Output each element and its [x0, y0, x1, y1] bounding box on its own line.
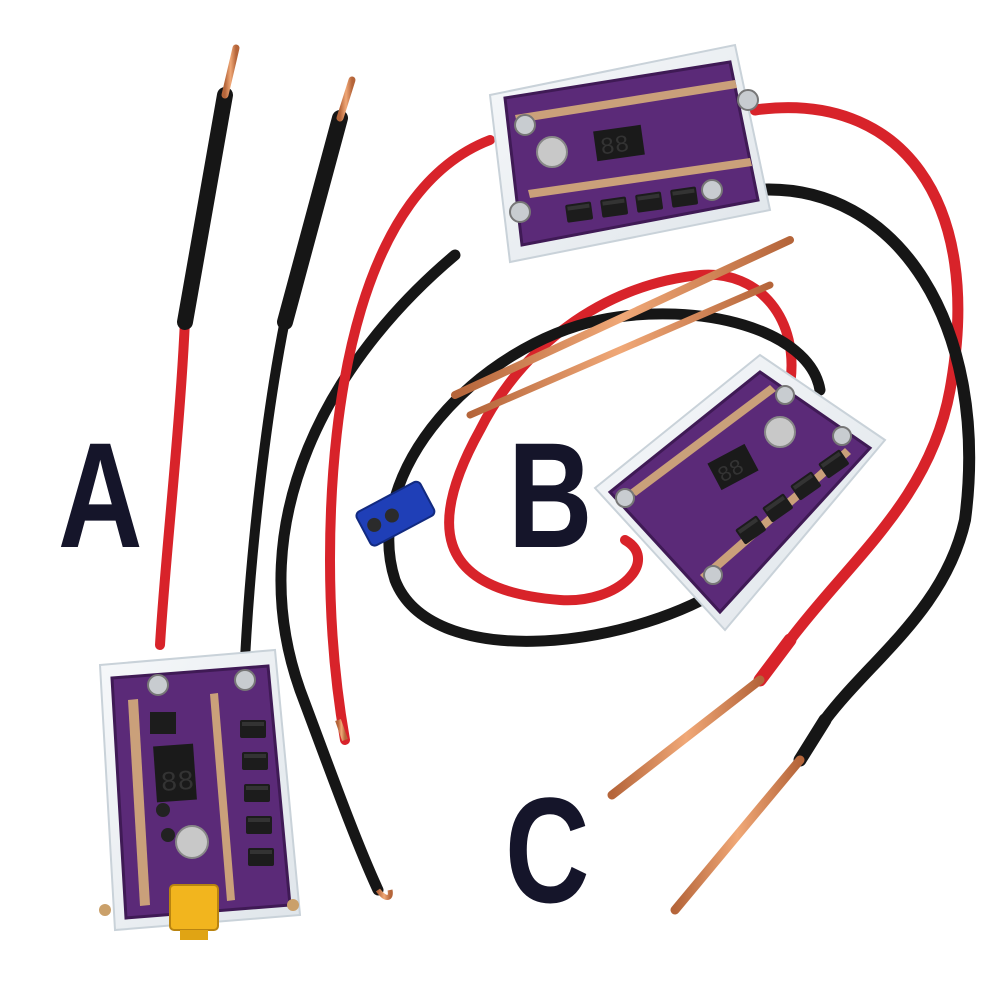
- pen-a-left-sleeve: [177, 87, 233, 330]
- board-a-busbar-left: [128, 699, 150, 906]
- board-b-red-cable-lower: [324, 135, 495, 745]
- board-a-busbar-mid: [210, 693, 235, 901]
- board-b-terminal-4: [832, 426, 852, 446]
- board-a-group: 88: [98, 44, 495, 940]
- board-a-standoff-2: [287, 899, 299, 911]
- pen-c-left-sleeve: [753, 633, 797, 687]
- board-c-capacitor: [536, 136, 568, 168]
- variant-label-c: C: [505, 766, 590, 934]
- board-c-terminal-2: [509, 201, 531, 223]
- board-a-display: [153, 743, 197, 803]
- pen-a-right-sleeve: [277, 110, 348, 330]
- board-a-button-1: [156, 803, 170, 817]
- pen-c-left-tip: [607, 675, 765, 800]
- variant-label-a: A: [58, 411, 143, 579]
- board-c-busbar-top: [515, 80, 737, 123]
- board-c-busbar-bottom: [528, 158, 752, 198]
- board-b-black-loop: [383, 308, 826, 647]
- board-a-red-wire: [155, 315, 190, 650]
- pen-c-right-tip: [670, 755, 805, 915]
- board-b-pcb: [607, 370, 873, 615]
- copper-lead-a: [335, 719, 348, 741]
- board-a-controller-chip: [150, 712, 176, 734]
- board-a-standoff: [99, 904, 111, 916]
- pen-a-left-tip: [221, 44, 240, 99]
- board-b-busbar-top: [630, 385, 776, 496]
- board-a-capacitor: [175, 825, 209, 859]
- board-b-capacitor: [764, 416, 796, 448]
- board-c-group: 88: [488, 43, 976, 915]
- board-c-terminal-3: [737, 89, 759, 111]
- board-a-button-2: [161, 828, 175, 842]
- board-b-ec5-connector: [355, 480, 436, 547]
- board-b-terminal-1: [615, 488, 635, 508]
- board-c-display-digits: 88: [599, 132, 631, 163]
- board-a-display-digits: 88: [160, 767, 196, 800]
- board-b-display: [707, 443, 759, 491]
- variant-label-b: B: [508, 411, 593, 579]
- board-b-black-cable-lower: [275, 249, 461, 896]
- board-c-display: [593, 124, 645, 162]
- board-a-terminal-right: [234, 669, 256, 691]
- pen-c-right-sleeve: [793, 713, 832, 767]
- pen-a-right-tip: [336, 76, 356, 122]
- copper-lead-b: [375, 888, 393, 900]
- pen-b-top-rod: [451, 236, 794, 399]
- board-b-group: 88: [355, 236, 887, 647]
- board-b-terminal-2: [703, 565, 723, 585]
- board-b-red-loop: [444, 269, 797, 606]
- board-a-black-wire: [240, 315, 290, 665]
- board-b-terminal-3: [775, 385, 795, 405]
- board-c-black-cable: [749, 183, 976, 726]
- board-c-terminal-1: [514, 114, 536, 136]
- pen-b-bottom-rod: [466, 281, 774, 419]
- board-a-xt60-connector: [169, 884, 219, 940]
- board-c-terminal-4: [701, 179, 723, 201]
- board-a-terminal-left: [147, 674, 169, 696]
